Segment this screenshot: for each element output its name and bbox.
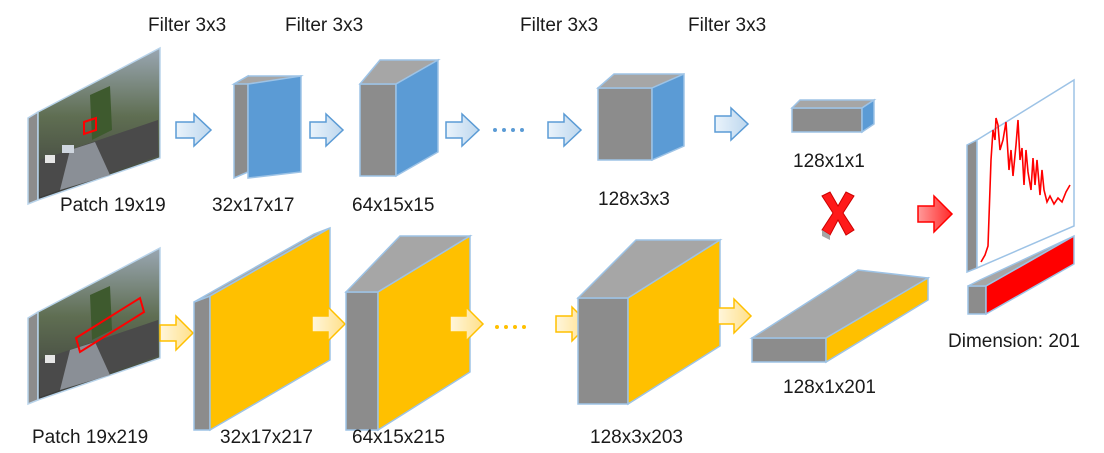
filter-label-4: Filter 3x3	[688, 15, 767, 36]
top-input-image	[27, 46, 161, 206]
top-ellipsis	[493, 128, 524, 132]
dimension-label: Dimension: 201	[948, 331, 1081, 352]
bottom-arrow-1	[159, 314, 195, 352]
top-layer-3-block	[596, 72, 685, 162]
bottom-arrow-2	[311, 305, 347, 343]
bottom-ellipsis	[495, 325, 526, 329]
bottom-input-image	[27, 246, 161, 406]
top-layer-2-label: 64x15x15	[352, 195, 435, 216]
top-output-block	[790, 98, 877, 134]
top-output-label: 128x1x1	[793, 151, 865, 172]
filter-label-3: Filter 3x3	[520, 15, 599, 36]
bottom-layer-3-label: 128x3x203	[590, 427, 683, 448]
bottom-arrow-3	[449, 305, 485, 343]
top-arrow-4	[547, 112, 583, 148]
filter-label-1: Filter 3x3	[148, 15, 227, 36]
bottom-layer-3-block	[576, 238, 723, 406]
bottom-output-label: 128x1x201	[783, 377, 876, 398]
filter-label-2: Filter 3x3	[285, 15, 364, 36]
bottom-layer-2-block	[344, 234, 473, 432]
result-vector-block	[967, 234, 1075, 316]
result-curve-plot	[966, 78, 1075, 274]
top-layer-3-label: 128x3x3	[598, 189, 670, 210]
multiply-cross-icon	[821, 191, 855, 240]
top-patch-label: Patch 19x19	[60, 195, 166, 216]
top-arrow-3	[445, 112, 481, 148]
top-layer-2-block	[358, 58, 441, 178]
top-arrow-1	[175, 112, 213, 148]
top-arrow-2	[309, 112, 345, 148]
result-arrow	[917, 194, 954, 234]
bottom-layer-2-label: 64x15x215	[352, 427, 445, 448]
bottom-output-block	[749, 269, 931, 364]
bottom-layer-1-block	[193, 226, 331, 432]
bottom-patch-label: Patch 19x219	[32, 427, 149, 448]
bottom-layer-1-label: 32x17x217	[220, 427, 313, 448]
top-layer-1-block	[231, 74, 304, 180]
top-arrow-5	[714, 106, 750, 142]
bottom-arrow-5	[717, 297, 753, 335]
top-layer-1-label: 32x17x17	[212, 195, 295, 216]
